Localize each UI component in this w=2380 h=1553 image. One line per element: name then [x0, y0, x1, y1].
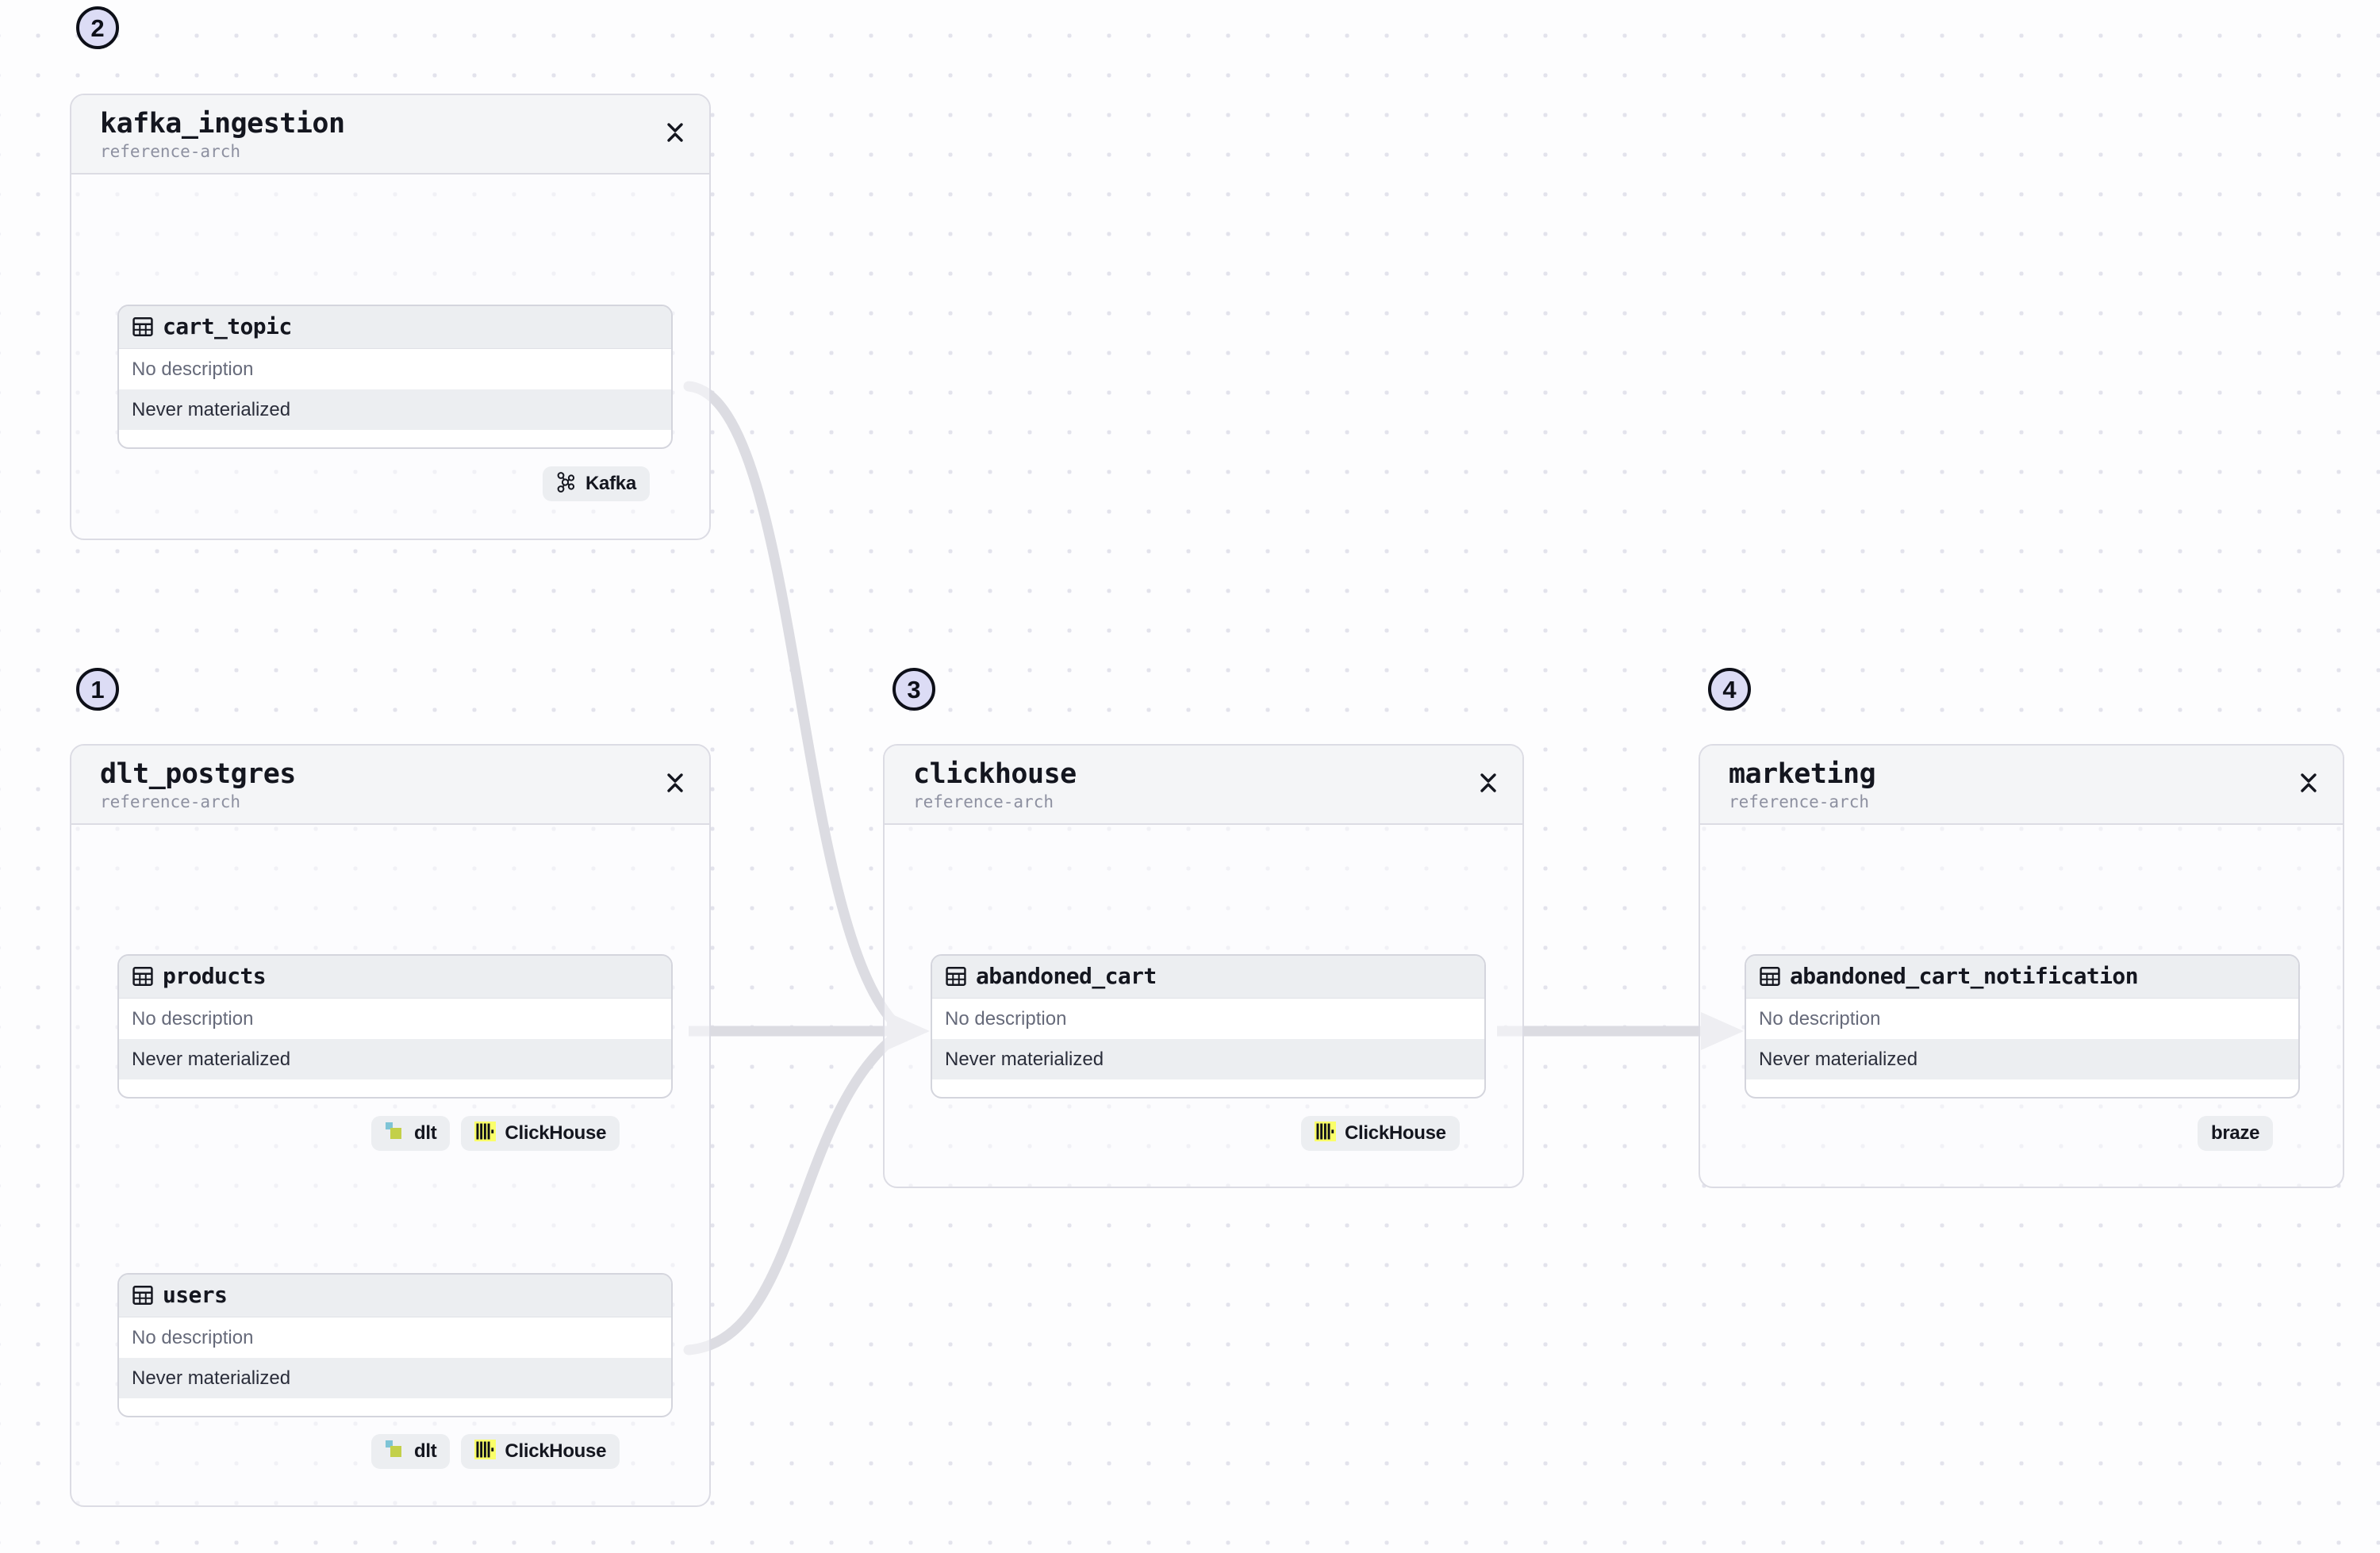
tech-badge-row-users: dlt ClickHouse [371, 1434, 620, 1469]
group-subtitle-marketing: reference-arch [1729, 792, 1870, 811]
table-grid-icon [132, 316, 154, 338]
tech-badge-label: dlt [414, 1122, 437, 1144]
table-grid-icon [132, 1284, 154, 1306]
collapse-vertical-icon[interactable] [1476, 769, 1500, 796]
table-node-description: No description [119, 998, 671, 1039]
table-node-header: products [119, 956, 671, 999]
group-title-kafka_ingestion: kafka_ingestion [100, 108, 345, 140]
table-node-header: abandoned_cart [932, 956, 1484, 999]
table-node-description: No description [1746, 998, 2298, 1039]
tech-badge-row-kafka_ingestion: Kafka [543, 466, 650, 501]
collapse-vertical-icon[interactable] [2297, 769, 2320, 796]
dlt-icon [385, 1440, 405, 1464]
dlt-icon [385, 1122, 405, 1146]
clickhouse-icon [474, 1121, 497, 1146]
table-node-name: products [163, 963, 267, 989]
table-node-cart_topic[interactable]: cart_topic No description Never material… [117, 305, 673, 449]
table-node-abandoned_cart_notification[interactable]: abandoned_cart_notification No descripti… [1745, 954, 2300, 1099]
tech-badge-clickhouse[interactable]: ClickHouse [461, 1434, 620, 1469]
edge-users-to-abandoned_cart [683, 1027, 906, 1356]
group-subtitle-kafka_ingestion: reference-arch [100, 141, 241, 161]
tech-badge-label: ClickHouse [505, 1440, 607, 1462]
table-node-products[interactable]: products No description Never materializ… [117, 954, 673, 1099]
table-grid-icon [945, 965, 967, 987]
tech-badge-kafka[interactable]: Kafka [543, 466, 650, 501]
group-badge-kafka_ingestion[interactable]: 2 [76, 6, 119, 49]
table-node-description: No description [119, 1317, 671, 1358]
table-node-materialization: Never materialized [119, 389, 671, 431]
table-node-description: No description [932, 998, 1484, 1039]
group-subtitle-dlt_postgres: reference-arch [100, 792, 241, 811]
group-badge-marketing[interactable]: 4 [1708, 668, 1751, 711]
group-header-marketing[interactable]: marketing reference-arch [1700, 746, 2343, 825]
group-badge-clickhouse[interactable]: 3 [892, 668, 935, 711]
table-node-users[interactable]: users No description Never materialized [117, 1273, 673, 1417]
clickhouse-icon [474, 1439, 497, 1464]
tech-badge-label: braze [2211, 1122, 2260, 1144]
table-node-materialization: Never materialized [1746, 1038, 2298, 1080]
group-badge-dlt_postgres[interactable]: 1 [76, 668, 119, 711]
table-node-header: users [119, 1275, 671, 1317]
table-node-abandoned_cart[interactable]: abandoned_cart No description Never mate… [931, 954, 1486, 1099]
kafka-icon [556, 471, 577, 497]
group-title-marketing: marketing [1729, 758, 1876, 790]
table-node-materialization: Never materialized [119, 1038, 671, 1080]
tech-badge-label: ClickHouse [505, 1122, 607, 1144]
edge-cart_topic-to-abandoned_cart [683, 381, 906, 1034]
table-node-name: abandoned_cart_notification [1790, 963, 2139, 989]
group-header-clickhouse[interactable]: clickhouse reference-arch [885, 746, 1522, 825]
tech-badge-braze[interactable]: braze [2198, 1116, 2274, 1151]
tech-badge-clickhouse[interactable]: ClickHouse [461, 1116, 620, 1151]
tech-badge-row-products: dlt ClickHouse [371, 1116, 620, 1151]
tech-badge-row-marketing: braze [2198, 1116, 2274, 1151]
table-grid-icon [132, 965, 154, 987]
table-node-header: abandoned_cart_notification [1746, 956, 2298, 999]
clickhouse-icon [1315, 1121, 1336, 1146]
table-node-materialization: Never materialized [932, 1038, 1484, 1080]
table-node-materialization: Never materialized [119, 1357, 671, 1399]
tech-badge-clickhouse[interactable]: ClickHouse [1301, 1116, 1460, 1151]
table-node-name: users [163, 1282, 228, 1308]
tech-badge-label: dlt [414, 1440, 437, 1462]
tech-badge-label: ClickHouse [1345, 1122, 1446, 1144]
tech-badge-dlt[interactable]: dlt [371, 1434, 451, 1469]
table-node-name: abandoned_cart [976, 963, 1157, 989]
group-subtitle-clickhouse: reference-arch [913, 792, 1054, 811]
table-node-name: cart_topic [163, 313, 292, 339]
group-title-dlt_postgres: dlt_postgres [100, 758, 296, 790]
table-node-header: cart_topic [119, 306, 671, 349]
tech-badge-row-clickhouse: ClickHouse [1301, 1116, 1460, 1151]
group-header-dlt_postgres[interactable]: dlt_postgres reference-arch [71, 746, 709, 825]
collapse-vertical-icon[interactable] [663, 119, 687, 146]
table-grid-icon [1759, 965, 1781, 987]
group-header-kafka_ingestion[interactable]: kafka_ingestion reference-arch [71, 95, 709, 174]
tech-badge-label: Kafka [585, 473, 636, 494]
table-node-description: No description [119, 348, 671, 389]
collapse-vertical-icon[interactable] [663, 769, 687, 796]
group-title-clickhouse: clickhouse [913, 758, 1077, 790]
tech-badge-dlt[interactable]: dlt [371, 1116, 451, 1151]
